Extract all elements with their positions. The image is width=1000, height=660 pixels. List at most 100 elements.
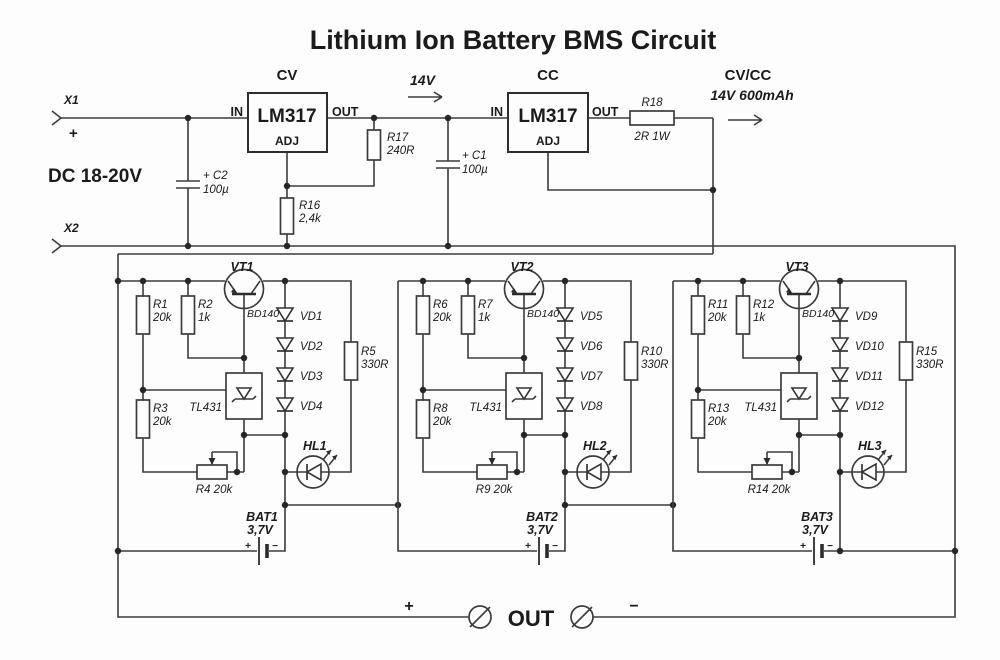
block-2-transistor-label: VT2 (511, 260, 534, 274)
resistor-r18-value: 2R 1W (633, 131, 670, 143)
block-3-tl431-symbol-icon (790, 387, 808, 401)
block-3-pot-label: R14 20k (748, 484, 792, 496)
block-2-r-top2-value: 1k (478, 312, 491, 324)
resistor-r18 (629, 110, 675, 126)
block-2-battery-minus: − (552, 541, 558, 552)
out-minus-label: − (629, 598, 638, 615)
arrow-14v-icon (408, 91, 443, 103)
block-1-junction-dot (281, 277, 289, 285)
block-1-battery-plus: + (245, 541, 251, 552)
block-1-junction-dot (139, 277, 147, 285)
arrow-output-icon (728, 114, 763, 126)
block-1-junction-dot (281, 501, 289, 509)
block-1-junction-dot (240, 354, 248, 362)
block-1-battery-name: BAT1 (246, 510, 278, 524)
x1-terminal-chevron (51, 110, 63, 126)
block-1-led-triangle-icon (305, 462, 322, 482)
block-2-r-top1-name: R6 (433, 299, 448, 311)
block-1-pot-wiper-arrow-icon (208, 458, 216, 465)
lm317-cv-out-pin: OUT (332, 105, 359, 119)
lm317-cc-box (507, 92, 589, 153)
block-1-junction-dot (240, 431, 248, 439)
output-stage-label: CV/CC (725, 67, 772, 84)
output-rating-label: 14V 600mAh (710, 87, 793, 103)
block-1-transistor-label: VT1 (231, 260, 254, 274)
block-1-junction-dot (114, 277, 122, 285)
block-1-led-ray-arrow (326, 450, 331, 455)
block-2-junction-dot (561, 277, 569, 285)
block-1-r-mid-value: 20k (152, 416, 173, 428)
block-3-diode-vd11-icon (830, 367, 850, 383)
block-2-potentiometer (476, 464, 508, 480)
block-1-diode-vd4-icon (275, 397, 295, 413)
block-3-junction-dot (795, 354, 803, 362)
block-3-led-triangle-icon (860, 462, 877, 482)
block-3-pot-wiper-arrow-icon (763, 458, 771, 465)
resistor-r16 (279, 197, 295, 235)
resistor-r18-name: R18 (641, 97, 663, 109)
junction-dots (184, 114, 717, 250)
block-2-junction-dot (561, 468, 569, 476)
block-3-junction-dot (836, 468, 844, 476)
block-1-r-mid-name: R3 (153, 403, 168, 415)
block-3-r-mid-name: R13 (708, 403, 730, 415)
block-3-battery-minus: − (827, 541, 833, 552)
block-3-r-top2-value: 1k (753, 312, 766, 324)
block-3-transistor-part-label: BD140 (802, 308, 834, 320)
block-2-diode-label-vd8: VD8 (580, 401, 603, 413)
block-3-diode-label-vd10: VD10 (855, 341, 884, 353)
block-3-diode-label-vd12: VD12 (855, 401, 884, 413)
capacitor-c2-symbol (176, 180, 200, 189)
block-2-diode-vd8-icon (555, 397, 575, 413)
block-3-resistor-r-led (898, 341, 914, 381)
block-1-junction-dot (114, 547, 122, 555)
block-3-junction-dot (788, 468, 796, 476)
cap-c2-value: 100µ (203, 184, 229, 196)
block-1-led-ray-arrow (332, 455, 337, 460)
block-1-tl431-cathode-bar (231, 395, 257, 403)
block-1-tl431-label: TL431 (189, 402, 222, 414)
lm317-cc-adj-pin: ADJ (536, 134, 560, 148)
block-3-led-ray-arrow (881, 450, 886, 455)
block-3-junction-dot (836, 547, 844, 555)
block-3-r-mid-value: 20k (707, 416, 728, 428)
block-3-tl431-cathode-bar (786, 395, 812, 403)
cv-stage-label: CV (277, 67, 298, 84)
block-3-resistor-r-mid (690, 399, 706, 439)
lm317-cv-label: LM317 (257, 106, 316, 127)
input-plus-label: + (69, 125, 78, 142)
block-1-diode-label-vd1: VD1 (300, 311, 322, 323)
block-1-junction-dot (233, 468, 241, 476)
out-plus-label: + (404, 598, 413, 615)
cc-stage-label: CC (537, 67, 559, 84)
cap-c2-name: + C2 (203, 170, 228, 182)
block-3-junction-dot (739, 277, 747, 285)
block-2-resistor-r-mid (415, 399, 431, 439)
block-2-r-top1-value: 20k (432, 312, 453, 324)
block-1-transistor-part-label: BD140 (247, 308, 279, 320)
block-1-resistor-r-mid (135, 399, 151, 439)
block-1-resistor-r-top2 (180, 295, 196, 335)
block-2-pot-wiper-arrow-icon (488, 458, 496, 465)
resistor-r17-value: 240R (386, 145, 415, 157)
block-3-led-label: HL3 (858, 439, 882, 453)
block-1-battery-voltage: 3,7V (247, 523, 274, 537)
block-1-junction-dot (184, 277, 192, 285)
block-2-junction-dot (561, 431, 569, 439)
block-2-junction-dot (419, 277, 427, 285)
block-2-diode-label-vd5: VD5 (580, 311, 603, 323)
block-2-led-triangle-icon (585, 462, 602, 482)
block-3-tl431-label: TL431 (744, 402, 777, 414)
block-1: VD1VD2VD3VD4VT1BD140R120kR21kR320kTL431R… (114, 260, 402, 565)
block-1-resistor-r-top1 (135, 295, 151, 335)
block-1-diode-vd2-icon (275, 337, 295, 353)
block-3-r-top1-name: R11 (708, 299, 728, 311)
block-2-junction-dot (520, 354, 528, 362)
block-2-diode-vd6-icon (555, 337, 575, 353)
block-2-tl431-label: TL431 (469, 402, 502, 414)
block-2-battery-name: BAT2 (526, 510, 558, 524)
block-1-diode-label-vd3: VD3 (300, 371, 323, 383)
block-3-resistor-r-top1 (690, 295, 706, 335)
block-2: VD5VD6VD7VD8VT2BD140R620kR71kR820kTL431R… (397, 260, 677, 565)
block-3-r-top1-value: 20k (707, 312, 728, 324)
